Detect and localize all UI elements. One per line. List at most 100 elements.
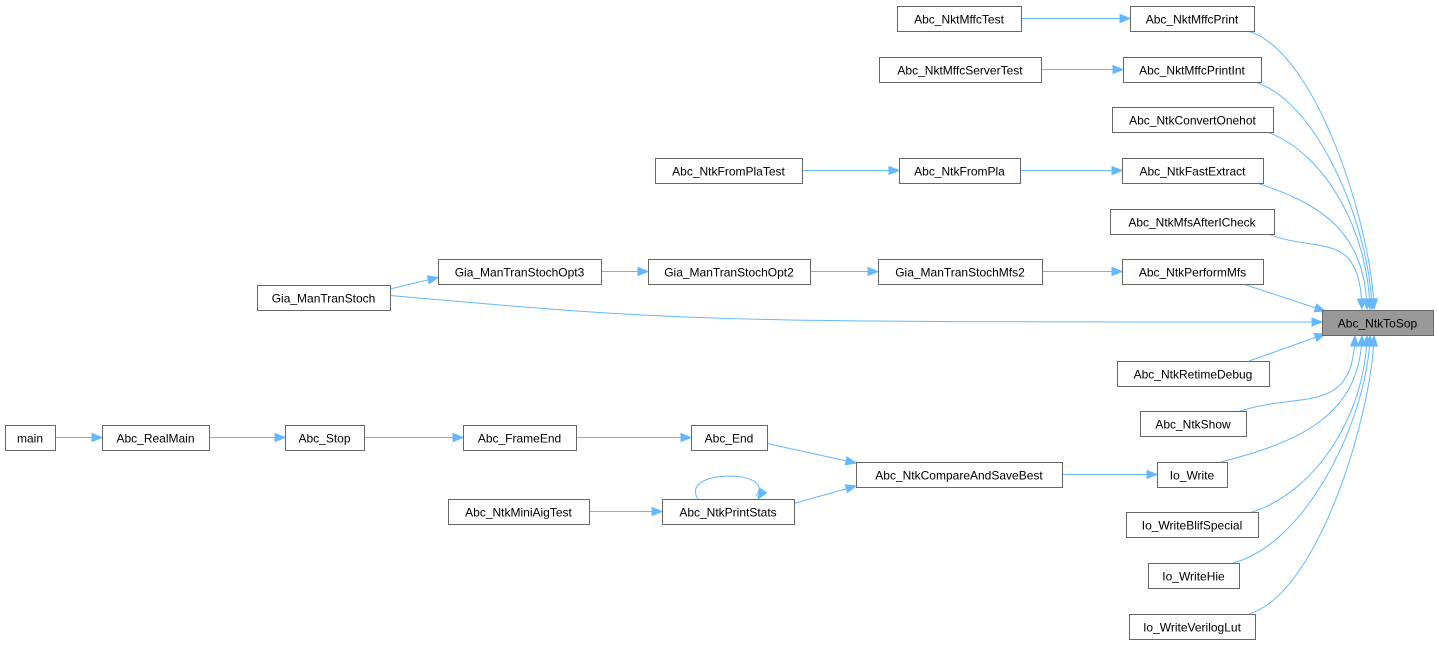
node-abc-ntkconvertonehot[interactable]: Abc_NtkConvertOnehot xyxy=(1112,107,1274,133)
node-io-writeveriloglut[interactable]: Io_WriteVerilogLut xyxy=(1129,614,1256,640)
node-label: Abc_NktMffcTest xyxy=(914,13,1004,27)
node-label: Io_WriteBlifSpecial xyxy=(1142,519,1243,533)
node-box xyxy=(1117,361,1270,387)
node-label: Abc_NtkToSop xyxy=(1338,317,1418,331)
node-abc-stop[interactable]: Abc_Stop xyxy=(285,425,365,451)
node-box xyxy=(463,425,577,451)
edge-abc-ntkmfsaftericheck-to-abc-ntktosop-line xyxy=(1267,233,1363,310)
node-gia-mantranstoch[interactable]: Gia_ManTranStoch xyxy=(257,285,391,311)
node-abc-nktmffcprintint[interactable]: Abc_NktMffcPrintInt xyxy=(1123,57,1262,83)
node-io-write[interactable]: Io_Write xyxy=(1157,462,1228,488)
node-box xyxy=(1322,310,1434,336)
node-label: Abc_RealMain xyxy=(116,432,194,446)
edge-gia-mantranstochmfs2-to-abc-ntkperformmfs-arrowhead xyxy=(1111,266,1124,277)
node-box xyxy=(662,499,795,525)
node-abc-ntkmfsaftericheck[interactable]: Abc_NtkMfsAfterICheck xyxy=(1110,209,1275,235)
edge-gia-mantranstoch-to-abc-ntktosop-line xyxy=(389,295,1321,323)
node-abc-frameend[interactable]: Abc_FrameEnd xyxy=(463,425,577,451)
edge-abc-ntkfrompla-to-abc-ntkfastextract-arrowhead xyxy=(1111,165,1124,176)
node-label: Abc_NtkMiniAigTest xyxy=(465,506,572,520)
edge-abc-ntkretimedebug-to-abc-ntktosop-line xyxy=(1248,333,1326,362)
edge-io-writehie-to-abc-ntktosop-line xyxy=(1232,335,1371,564)
node-label: Abc_NtkFromPlaTest xyxy=(672,165,785,179)
edge-abc-ntkconvertonehot-to-abc-ntktosop-line xyxy=(1266,131,1371,310)
node-gia-mantranstochmfs2[interactable]: Gia_ManTranStochMfs2 xyxy=(878,259,1043,285)
node-box xyxy=(5,425,56,451)
node-abc-ntkshow[interactable]: Abc_NtkShow xyxy=(1140,411,1247,437)
node-abc-ntkprintstats[interactable]: Abc_NtkPrintStats xyxy=(662,499,795,525)
node-box xyxy=(856,462,1063,488)
node-abc-ntkperformmfs[interactable]: Abc_NtkPerformMfs xyxy=(1122,259,1264,285)
node-label: Abc_NtkPrintStats xyxy=(679,506,776,520)
node-label: Abc_Stop xyxy=(298,432,350,446)
node-abc-nktmffctest[interactable]: Abc_NktMffcTest xyxy=(897,6,1022,32)
node-box xyxy=(1112,107,1274,133)
edge-abc-ntkminiaigtest-to-abc-ntkprintstats-arrowhead xyxy=(651,506,664,517)
node-abc-ntkfromplatest[interactable]: Abc_NtkFromPlaTest xyxy=(655,158,803,184)
edge-abc-ntkmfsaftericheck-to-abc-ntktosop xyxy=(1267,233,1367,311)
node-abc-ntktosop[interactable]: Abc_NtkToSop xyxy=(1322,310,1434,336)
edge-abc-ntkmfsaftericheck-to-abc-ntktosop-arrowhead xyxy=(1356,298,1367,311)
edge-io-write-to-abc-ntktosop-line xyxy=(1220,335,1363,463)
node-label: Abc_NktMffcPrintInt xyxy=(1139,64,1245,78)
node-label: Abc_End xyxy=(705,432,754,446)
edge-abc-nktmffctest-to-abc-nktmffcprint-arrowhead xyxy=(1119,13,1132,24)
edge-main-to-abc-realmain-arrowhead xyxy=(91,432,104,443)
edge-abc-ntkperformmfs-to-abc-ntktosop xyxy=(1242,283,1327,313)
node-label: Abc_NtkShow xyxy=(1155,418,1231,432)
edge-abc-ntkfrompla-to-abc-ntkfastextract xyxy=(1020,165,1124,176)
edge-io-writeveriloglut-to-abc-ntktosop-line xyxy=(1248,335,1375,615)
edge-gia-mantranstoch-to-gia-mantranstochopt3-arrowhead xyxy=(426,275,440,285)
edge-abc-ntkprintstats-to-abc-ntkprintstats-arrowhead xyxy=(757,487,768,501)
node-main[interactable]: main xyxy=(5,425,56,451)
edge-abc-realmain-to-abc-stop xyxy=(209,432,287,443)
edge-layer xyxy=(55,13,1379,615)
edge-abc-ntkretimedebug-to-abc-ntktosop xyxy=(1248,333,1327,362)
node-box xyxy=(1122,259,1264,285)
edge-abc-ntkperformmfs-to-abc-ntktosop-arrowhead xyxy=(1313,303,1327,313)
node-abc-ntkminiaigtest[interactable]: Abc_NtkMiniAigTest xyxy=(448,499,590,525)
edge-abc-ntkminiaigtest-to-abc-ntkprintstats xyxy=(589,506,664,517)
edge-io-writeveriloglut-to-abc-ntktosop-arrowhead xyxy=(1368,334,1379,347)
node-box xyxy=(1122,158,1264,184)
node-abc-nktmffcprint[interactable]: Abc_NktMffcPrint xyxy=(1130,6,1255,32)
node-label: main xyxy=(17,432,43,446)
node-abc-ntkretimedebug[interactable]: Abc_NtkRetimeDebug xyxy=(1117,361,1270,387)
edge-abc-ntkcompareandsavebest-to-io-write-arrowhead xyxy=(1146,469,1159,480)
node-gia-mantranstochopt2[interactable]: Gia_ManTranStochOpt2 xyxy=(648,259,811,285)
node-abc-ntkfastextract[interactable]: Abc_NtkFastExtract xyxy=(1122,158,1264,184)
edge-abc-ntkprintstats-to-abc-ntkcompareandsavebest xyxy=(793,484,858,504)
node-label: Abc_NtkRetimeDebug xyxy=(1134,368,1253,382)
node-box xyxy=(691,425,768,451)
node-box xyxy=(1110,209,1275,235)
node-box xyxy=(899,158,1021,184)
node-io-writehie[interactable]: Io_WriteHie xyxy=(1148,563,1240,589)
edge-abc-end-to-abc-ntkcompareandsavebest-arrowhead xyxy=(844,456,858,466)
edge-abc-nktmffcprintint-to-abc-ntktosop-line xyxy=(1254,81,1373,310)
edge-abc-ntkprintstats-to-abc-ntkprintstats-line xyxy=(694,475,760,500)
node-box xyxy=(438,259,602,285)
edge-abc-ntkprintstats-to-abc-ntkcompareandsavebest-arrowhead xyxy=(844,484,858,494)
node-abc-ntkcompareandsavebest[interactable]: Abc_NtkCompareAndSaveBest xyxy=(856,462,1063,488)
edge-abc-ntkfastextract-to-abc-ntktosop-line xyxy=(1256,182,1368,310)
node-abc-nktmffcservertest[interactable]: Abc_NktMffcServerTest xyxy=(879,57,1042,83)
node-box xyxy=(655,158,803,184)
node-io-writeblifspecial[interactable]: Io_WriteBlifSpecial xyxy=(1126,512,1259,538)
node-label: Abc_NtkConvertOnehot xyxy=(1129,114,1256,128)
node-abc-end[interactable]: Abc_End xyxy=(691,425,768,451)
edge-main-to-abc-realmain xyxy=(55,432,104,443)
node-box xyxy=(285,425,365,451)
node-abc-ntkfrompla[interactable]: Abc_NtkFromPla xyxy=(899,158,1021,184)
node-label: Gia_ManTranStochOpt2 xyxy=(664,266,794,280)
edge-abc-ntkfastextract-to-abc-ntktosop xyxy=(1256,182,1372,311)
node-gia-mantranstochopt3[interactable]: Gia_ManTranStochOpt3 xyxy=(438,259,602,285)
node-box xyxy=(879,57,1042,83)
node-abc-realmain[interactable]: Abc_RealMain xyxy=(102,425,210,451)
node-box xyxy=(897,6,1022,32)
edge-io-writeveriloglut-to-abc-ntktosop xyxy=(1248,334,1379,615)
node-label: Gia_ManTranStochMfs2 xyxy=(895,266,1025,280)
edge-abc-nktmffcservertest-to-abc-nktmffcprintint xyxy=(1041,64,1125,75)
node-label: Abc_FrameEnd xyxy=(478,432,561,446)
edge-abc-end-to-abc-ntkcompareandsavebest-line xyxy=(766,443,857,464)
